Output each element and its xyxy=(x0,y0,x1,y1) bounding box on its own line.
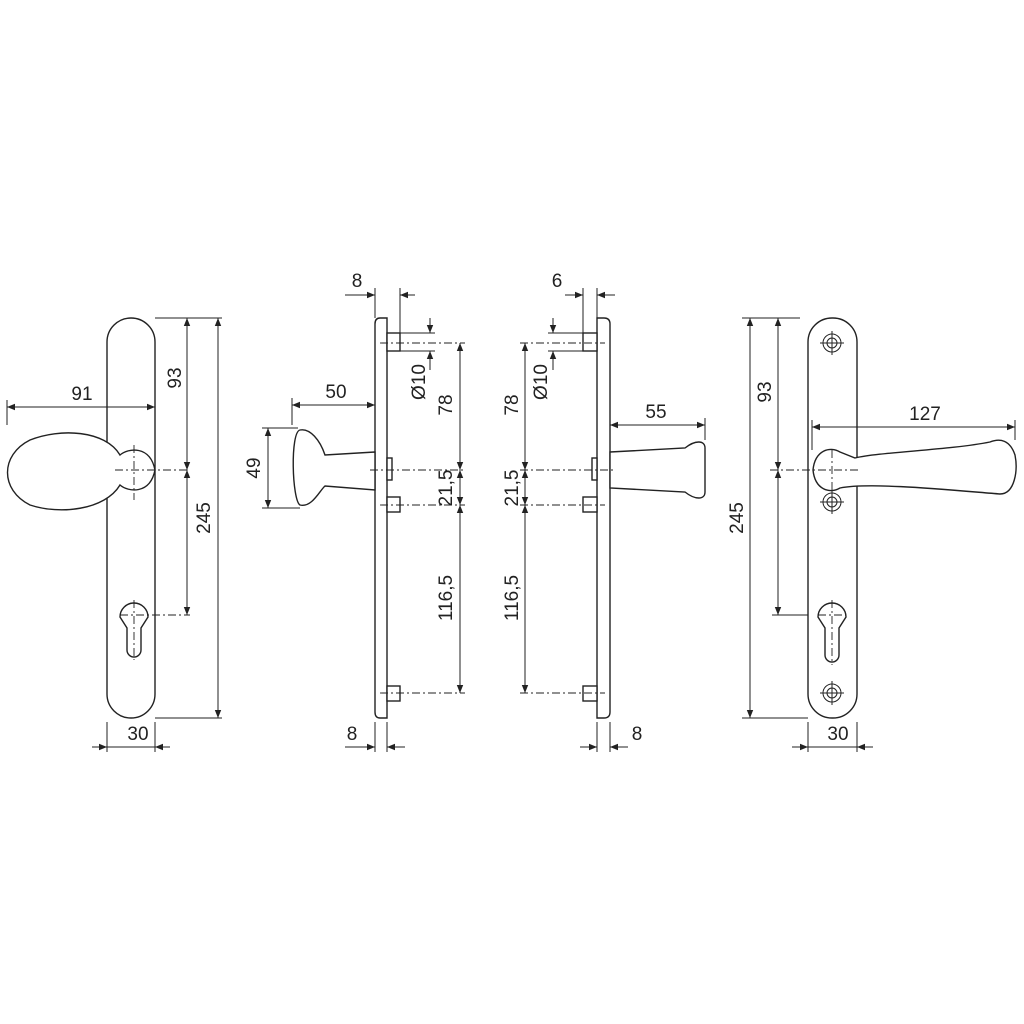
screw-icon xyxy=(820,490,844,514)
dim-78-label: 78 xyxy=(502,394,523,415)
dim-width-label: 91 xyxy=(71,384,92,405)
dim-diameter-label: Ø10 xyxy=(531,364,552,400)
side-view-knob: 8 Ø10 78 21,5 116,5 50 49 8 xyxy=(244,271,465,752)
screw-icon xyxy=(820,331,844,355)
dim-245-label: 245 xyxy=(194,502,215,534)
dim-8-top-label: 8 xyxy=(352,271,363,292)
knob-side xyxy=(292,429,376,506)
dim-21-5-label: 21,5 xyxy=(436,470,457,507)
dim-8-bottom-label: 8 xyxy=(632,724,643,745)
backplate xyxy=(106,317,156,719)
keyhole xyxy=(119,602,149,658)
dim-30-label: 30 xyxy=(827,724,848,745)
side-view-lever: 6 Ø10 78 21,5 116,5 55 8 xyxy=(502,271,706,752)
backplate-side xyxy=(596,317,611,719)
dim-127-label: 127 xyxy=(909,404,941,425)
front-view-lever: 245 93 127 30 xyxy=(727,317,1017,752)
dim-8-bottom-label: 8 xyxy=(347,724,358,745)
dim-116-5-label: 116,5 xyxy=(502,575,523,621)
front-view-knob: 91 93 245 30 xyxy=(6,317,222,752)
dim-21-5-label: 21,5 xyxy=(502,470,523,507)
dim-30-label: 30 xyxy=(127,724,148,745)
lever-side xyxy=(609,441,706,499)
lever xyxy=(812,439,1017,495)
dim-93-label: 93 xyxy=(755,381,776,402)
dim-78-label: 78 xyxy=(436,394,457,415)
dim-245-label: 245 xyxy=(727,502,748,534)
dim-55-label: 55 xyxy=(645,402,666,423)
dim-50-label: 50 xyxy=(325,382,346,403)
dim-49-label: 49 xyxy=(244,457,265,478)
backplate-side xyxy=(374,317,388,719)
screw-icon xyxy=(820,681,844,705)
dim-116-5-label: 116,5 xyxy=(436,575,457,621)
dim-93-label: 93 xyxy=(165,367,186,388)
dim-6-label: 6 xyxy=(552,271,563,292)
dim-diameter-label: Ø10 xyxy=(409,364,430,400)
